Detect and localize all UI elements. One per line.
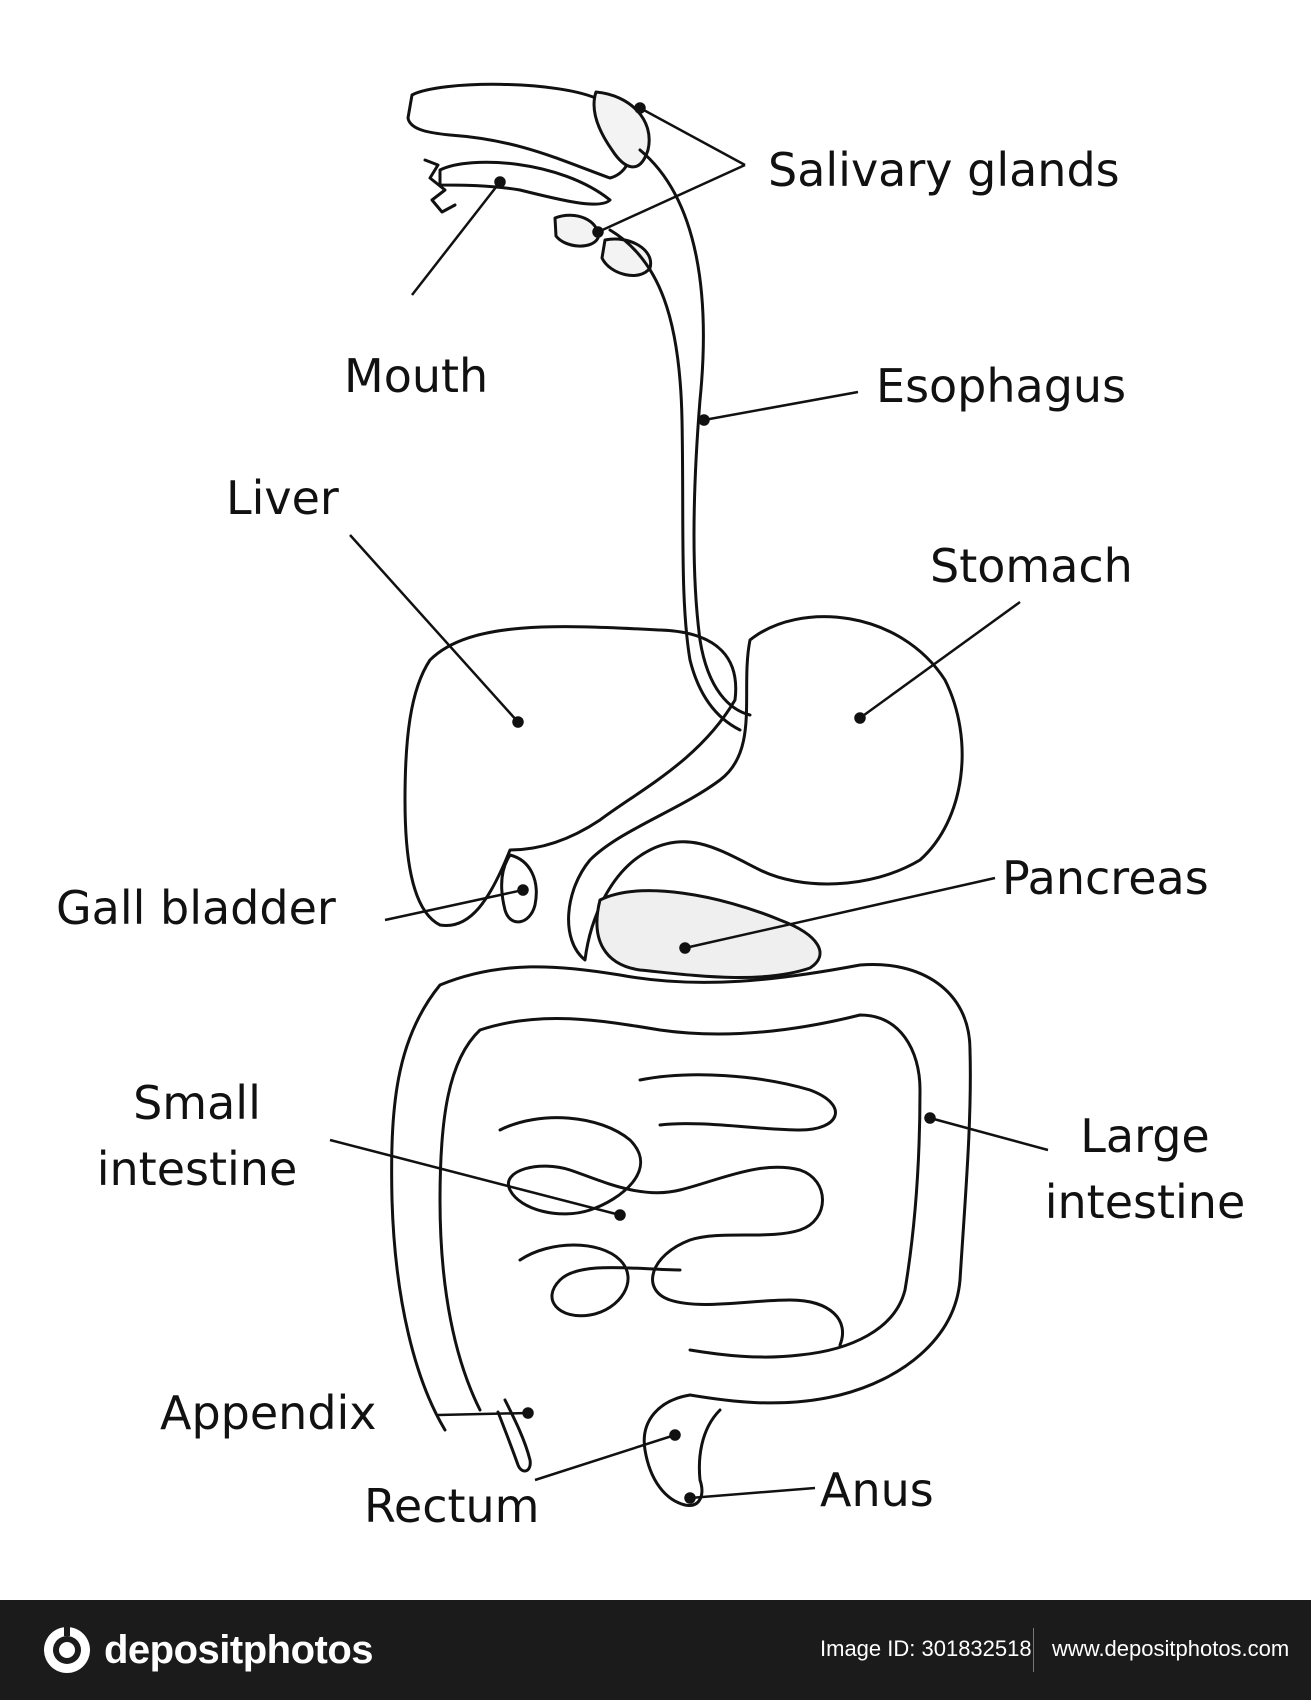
- label-appendix: Appendix: [160, 1386, 377, 1440]
- salivary-gland-lower-2: [600, 237, 653, 277]
- image-id: Image ID: 301832518: [820, 1636, 1032, 1661]
- salivary-gland-lower-1: [553, 213, 600, 248]
- esophagus-shape: [638, 148, 752, 717]
- pancreas-shape: [595, 889, 822, 979]
- gall-bladder-shape: [500, 853, 538, 924]
- label-salivary-glands: Salivary glands: [768, 143, 1120, 197]
- large-intestine-shape: [390, 962, 972, 1432]
- label-large-intestine-line2: intestine: [1044, 1175, 1246, 1229]
- brand-name: depositphotos: [104, 1627, 374, 1672]
- footer-divider: [1033, 1628, 1034, 1672]
- label-anus: Anus: [820, 1463, 934, 1517]
- label-esophagus: Esophagus: [876, 359, 1127, 413]
- label-rectum: Rectum: [364, 1479, 540, 1533]
- label-small-intestine-line1: Small: [133, 1076, 261, 1130]
- label-pancreas: Pancreas: [1002, 851, 1209, 905]
- lips-shape: [423, 158, 457, 214]
- label-gall-bladder: Gall bladder: [56, 881, 336, 935]
- brand-logo: depositphotos: [42, 1622, 374, 1678]
- diagram-illustration: [329, 82, 1049, 1507]
- label-small-intestine-line2: intestine: [96, 1142, 298, 1196]
- palate-shape: [406, 82, 633, 180]
- liver-shape: [403, 625, 738, 928]
- appendix-shape: [496, 1398, 532, 1473]
- site-url: www.depositphotos.com: [1052, 1636, 1290, 1661]
- rectum-shape: [642, 1393, 722, 1507]
- watermark-footer: depositphotos Image ID: 301832518 www.de…: [0, 1600, 1311, 1700]
- label-liver: Liver: [226, 471, 339, 525]
- label-stomach: Stomach: [930, 539, 1133, 593]
- label-large-intestine-line1: Large: [1080, 1109, 1210, 1163]
- label-mouth: Mouth: [344, 349, 489, 403]
- digestive-system-diagram: Salivary glands Mouth Esophagus Liver St…: [56, 82, 1246, 1533]
- stomach-shape: [567, 615, 964, 962]
- depositphotos-logo-icon: [44, 1627, 90, 1673]
- tongue-shape: [438, 160, 612, 206]
- small-intestine-shape: [498, 1116, 844, 1347]
